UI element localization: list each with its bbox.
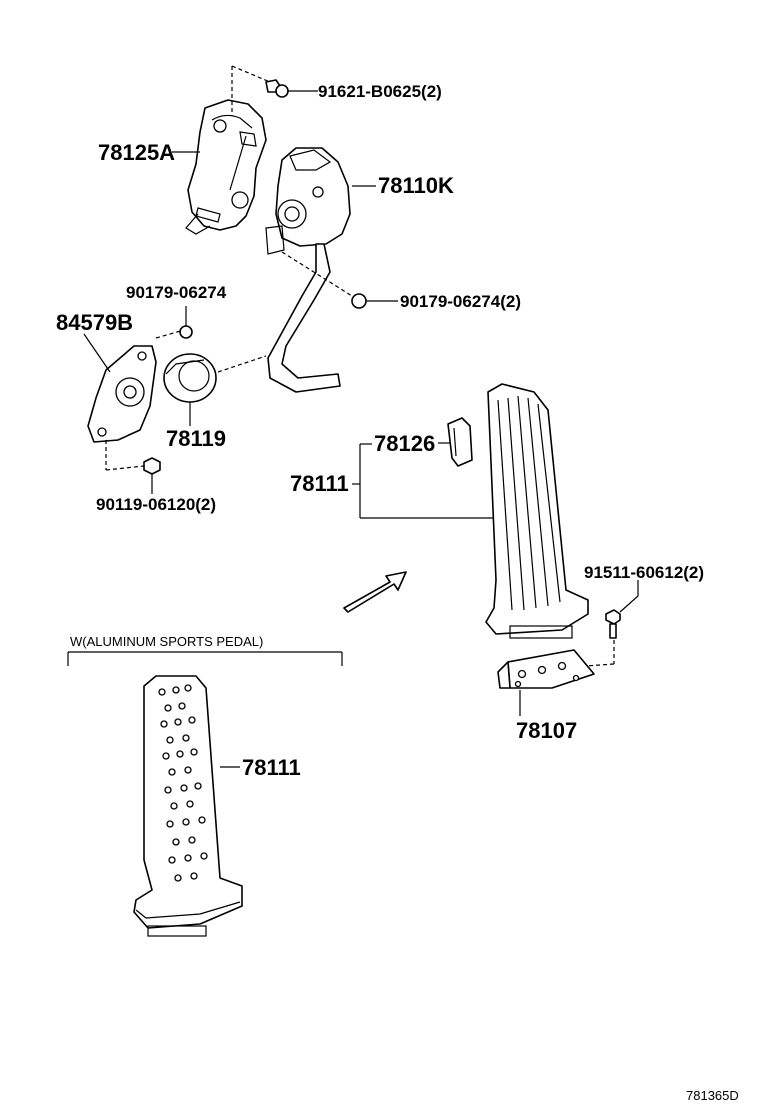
nut-left-icon[interactable]	[179, 325, 193, 339]
dash-bolt-right-b	[585, 663, 615, 667]
label-nut-right: 90179-06274(2)	[400, 292, 521, 311]
screw-left-icon[interactable]	[143, 457, 161, 475]
label-sensor: 78110K	[378, 173, 454, 198]
pad-retainer-78126[interactable]	[447, 417, 473, 467]
label-screw-left: 90119-06120(2)	[96, 495, 216, 514]
label-bracket-upper: 78125A	[98, 140, 175, 165]
sports-pedal-holes	[158, 684, 208, 882]
upper-bracket-78125a[interactable]	[185, 99, 267, 235]
dash-bushing	[217, 355, 267, 373]
left-bracket-84579b[interactable]	[87, 345, 157, 443]
direction-arrow-icon	[343, 571, 407, 613]
nut-right-icon[interactable]	[351, 293, 367, 309]
label-bushing: 78119	[166, 426, 226, 451]
label-bolt-top: 91621-B0625(2)	[318, 82, 442, 101]
label-pedal-pad: 78111	[290, 471, 349, 496]
sports-pedal-78111[interactable]	[133, 675, 243, 937]
drawing-code: 781365D	[686, 1088, 739, 1103]
label-pad-retainer: 78126	[374, 431, 435, 456]
bolt-right-icon[interactable]	[605, 609, 621, 639]
label-bracket-left: 84579B	[56, 310, 133, 335]
label-nut-left: 90179-06274	[126, 283, 227, 302]
bolt-top-icon[interactable]	[265, 79, 289, 98]
dash-screw-left-b	[105, 465, 145, 471]
label-sports-pedal: 78111	[242, 755, 301, 780]
option-note: W(ALUMINUM SPORTS PEDAL)	[70, 634, 263, 649]
sensor-assembly-78110k[interactable]	[265, 147, 351, 393]
label-pedal-bracket: 78107	[516, 718, 577, 743]
pedal-bracket-78107[interactable]	[497, 649, 595, 689]
pedal-pad-78111[interactable]	[485, 383, 589, 639]
bushing-78119[interactable]	[163, 353, 217, 403]
dash-bolt-top-b	[231, 65, 271, 83]
label-bolt-right: 91511-60612(2)	[584, 563, 704, 582]
